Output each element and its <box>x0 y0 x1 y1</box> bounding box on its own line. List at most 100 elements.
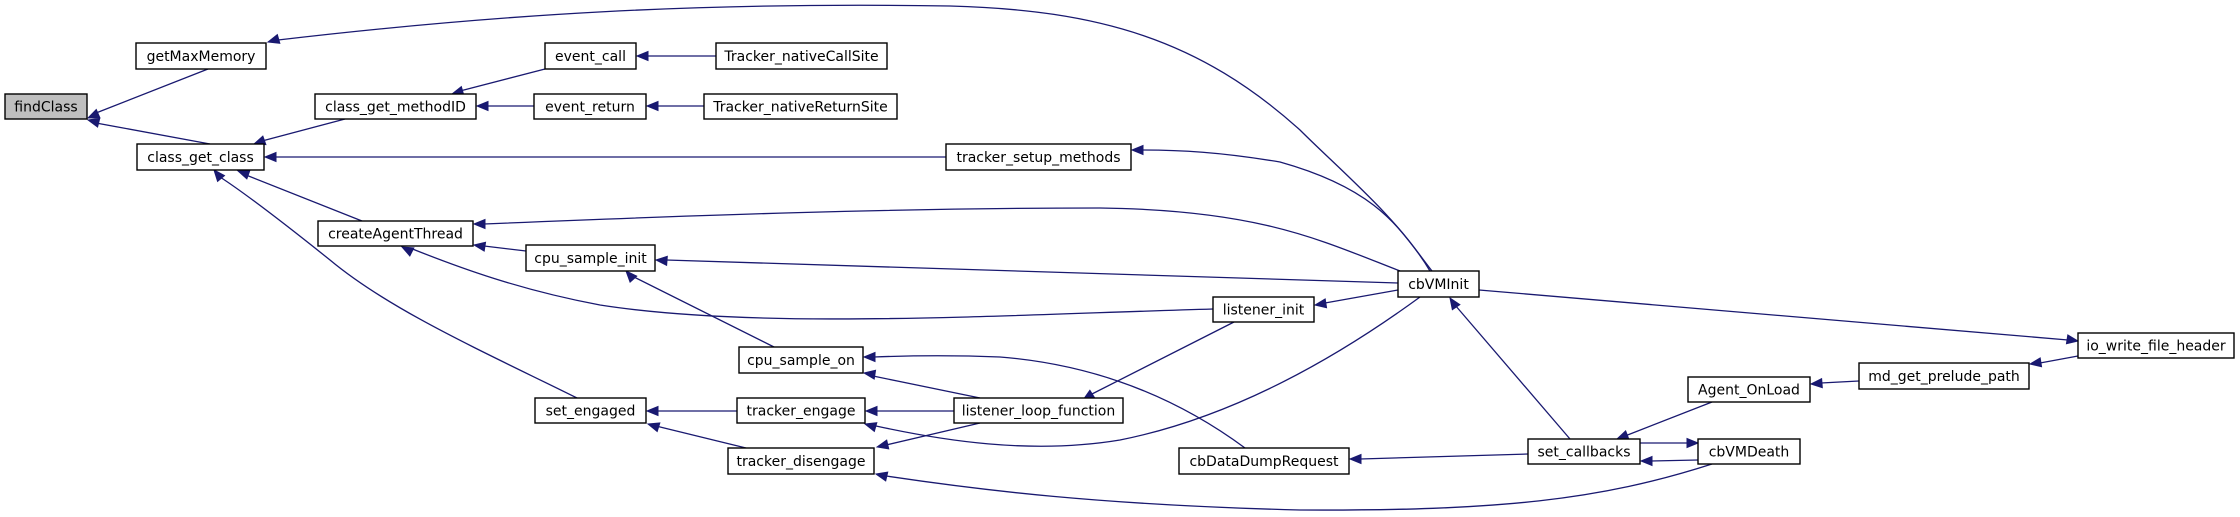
node-box[interactable] <box>738 346 864 374</box>
edge-tracker_disengage-to-set_engaged <box>646 422 747 449</box>
node-label: tracker_engage <box>747 404 856 420</box>
node-box[interactable] <box>525 244 656 272</box>
node-event-return[interactable]: event_return <box>533 93 647 120</box>
node-box[interactable] <box>715 42 888 70</box>
arrowhead-icon <box>1809 377 1823 389</box>
node-tracker-engage[interactable]: tracker_engage <box>736 397 866 424</box>
node-box[interactable] <box>4 93 88 120</box>
node-cpu-sample-init[interactable]: cpu_sample_init <box>525 244 656 272</box>
node-box[interactable] <box>703 93 898 120</box>
edge-cbVMInit-to-cpu_sample_init <box>654 255 1399 284</box>
edge-line <box>873 355 1246 449</box>
node-agent-onload[interactable]: Agent_OnLoad <box>1687 376 1811 403</box>
edge-line <box>95 68 209 114</box>
node-box[interactable] <box>1697 438 1801 465</box>
node-box[interactable] <box>727 447 875 475</box>
node-label: io_write_file_header <box>2086 339 2226 355</box>
node-tracker-nativereturnsite[interactable]: Tracker_nativeReturnSite <box>703 93 898 120</box>
node-box[interactable] <box>1858 362 2030 390</box>
edge-line <box>1820 380 1860 384</box>
arrowhead-icon <box>1130 144 1144 156</box>
node-box[interactable] <box>736 397 866 424</box>
node-box[interactable] <box>1178 447 1350 475</box>
node-label: tracker_disengage <box>736 454 865 470</box>
edge-line <box>459 68 546 92</box>
edge-line <box>245 174 363 222</box>
node-event-call[interactable]: event_call <box>544 42 637 70</box>
node-box[interactable] <box>544 42 637 70</box>
node-getmaxmemory[interactable]: getMaxMemory <box>135 42 267 70</box>
edge-line <box>1624 401 1713 437</box>
node-cbdatadumprequest[interactable]: cbDataDumpRequest <box>1178 447 1350 475</box>
edge-cbVMInit-to-getMaxMemory <box>266 4 1431 272</box>
node-cpu-sample-on[interactable]: cpu_sample_on <box>738 346 864 374</box>
edge-class_get_class-to-findClass <box>86 117 211 145</box>
node-box[interactable] <box>314 93 477 120</box>
node-box[interactable] <box>953 397 1124 424</box>
node-label: listener_loop_function <box>962 404 1116 420</box>
edge-line <box>1650 459 1699 462</box>
edge-line <box>483 207 1401 272</box>
node-class-get-class[interactable]: class_get_class <box>136 143 265 171</box>
edge-class_get_methodID-to-class_get_class <box>252 118 346 146</box>
arrowhead-icon <box>266 33 281 44</box>
node-label: cpu_sample_init <box>534 251 647 267</box>
node-box[interactable] <box>317 220 474 247</box>
edge-Tracker_nativeCallSite-to-event_call <box>635 50 716 62</box>
node-box[interactable] <box>2077 332 2235 359</box>
node-box[interactable] <box>1397 270 1480 298</box>
node-box[interactable] <box>135 42 267 70</box>
edge-line <box>665 259 1399 284</box>
arrowhead-icon <box>2065 334 2080 345</box>
node-box[interactable] <box>1687 376 1811 403</box>
edge-line <box>2039 355 2079 364</box>
node-tracker-nativecallsite[interactable]: Tracker_nativeCallSite <box>715 42 888 70</box>
node-cbvmdeath[interactable]: cbVMDeath <box>1697 438 1801 465</box>
node-cbvminit[interactable]: cbVMInit <box>1397 270 1480 298</box>
node-tracker-setup-methods[interactable]: tracker_setup_methods <box>945 143 1132 171</box>
node-class-get-methodid[interactable]: class_get_methodID <box>314 93 477 120</box>
node-set-callbacks[interactable]: set_callbacks <box>1527 438 1641 465</box>
edge-line <box>219 176 578 399</box>
edge-line <box>655 425 747 449</box>
node-set-engaged[interactable]: set_engaged <box>534 397 647 424</box>
arrowhead-icon <box>864 405 878 417</box>
node-box[interactable] <box>1527 438 1641 465</box>
edge-line <box>483 245 527 252</box>
node-label: class_get_methodID <box>325 100 466 116</box>
edge-event_return-to-class_get_methodID <box>475 100 534 112</box>
node-box[interactable] <box>945 143 1132 171</box>
edge-line <box>1478 289 2069 341</box>
edges-layer <box>86 4 2080 511</box>
edge-cbVMInit-to-io_write_file_header <box>1478 289 2080 345</box>
node-md-get-prelude-path[interactable]: md_get_prelude_path <box>1858 362 2030 390</box>
node-box[interactable] <box>534 397 647 424</box>
edge-line <box>1324 289 1399 304</box>
arrowhead-icon <box>874 471 889 482</box>
node-box[interactable] <box>136 143 265 171</box>
edge-cbVMDeath-to-tracker_disengage <box>874 463 1713 511</box>
edge-cbVMInit-to-tracker_engage <box>863 296 1421 447</box>
node-box[interactable] <box>1212 296 1315 323</box>
arrowhead-icon <box>1348 453 1362 465</box>
arrowhead-icon <box>863 422 878 433</box>
node-listener-init[interactable]: listener_init <box>1212 296 1315 323</box>
nodes-layer: findClass getMaxMemory class_get_class clas… <box>4 42 2235 475</box>
arrowhead-icon <box>263 151 277 163</box>
edge-cbVMInit-to-listener_init <box>1313 289 1399 309</box>
node-createagentthread[interactable]: createAgentThread <box>317 220 474 247</box>
edge-line <box>277 4 1431 272</box>
node-box[interactable] <box>533 93 647 120</box>
node-tracker-disengage[interactable]: tracker_disengage <box>727 447 875 475</box>
node-io-write-file-header[interactable]: io_write_file_header <box>2077 332 2235 359</box>
node-label: getMaxMemory <box>147 49 256 65</box>
arrowhead-icon <box>646 422 661 433</box>
arrowhead-icon <box>1686 437 1700 449</box>
node-listener-loop-function[interactable]: listener_loop_function <box>953 397 1124 424</box>
node-label: set_engaged <box>546 404 636 420</box>
edge-set_callbacks-to-cbVMDeath <box>1640 437 1700 449</box>
node-findclass[interactable]: findClass <box>4 93 88 120</box>
arrowhead-icon <box>213 168 226 183</box>
edge-set_engaged-to-class_get_class <box>213 168 578 399</box>
